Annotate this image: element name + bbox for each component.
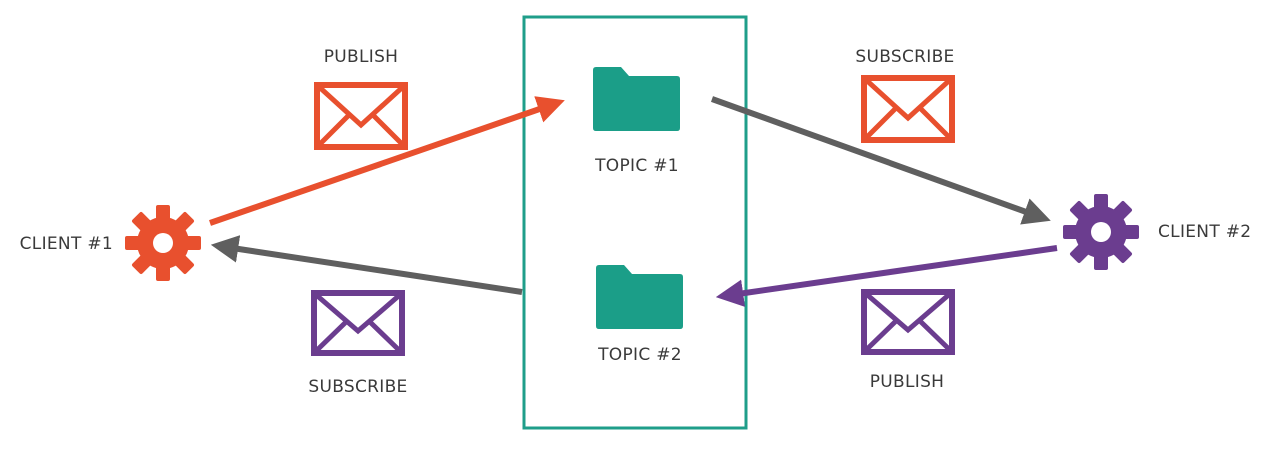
publish-arrow-client1-to-topic1 <box>209 96 565 226</box>
publish-arrow-client2-to-topic2 <box>715 245 1058 307</box>
envelope-icon <box>861 289 955 355</box>
message-label-subscribe-client1: SUBSCRIBE <box>308 377 408 397</box>
gear-icon <box>1063 194 1139 270</box>
topic-label-2: TOPIC #2 <box>598 345 682 365</box>
client-label-1: CLIENT #1 <box>19 234 113 254</box>
client-label-2: CLIENT #2 <box>1158 222 1252 242</box>
subscribe-arrow-topic1-to-client2 <box>710 96 1051 225</box>
message-label-publish-client1: PUBLISH <box>323 47 399 67</box>
subscribe-arrow-broker-to-client1 <box>210 235 523 295</box>
message-label-publish-client2: PUBLISH <box>869 372 945 392</box>
envelope-icon <box>861 75 955 143</box>
folder-icon <box>593 67 680 131</box>
folder-icon <box>596 265 683 329</box>
message-label-subscribe-client2: SUBSCRIBE <box>855 47 955 67</box>
topic-label-1: TOPIC #1 <box>595 156 679 176</box>
broker-box <box>522 15 748 430</box>
envelope-icon <box>311 290 405 356</box>
gear-icon <box>125 205 201 281</box>
envelope-icon <box>314 82 408 150</box>
